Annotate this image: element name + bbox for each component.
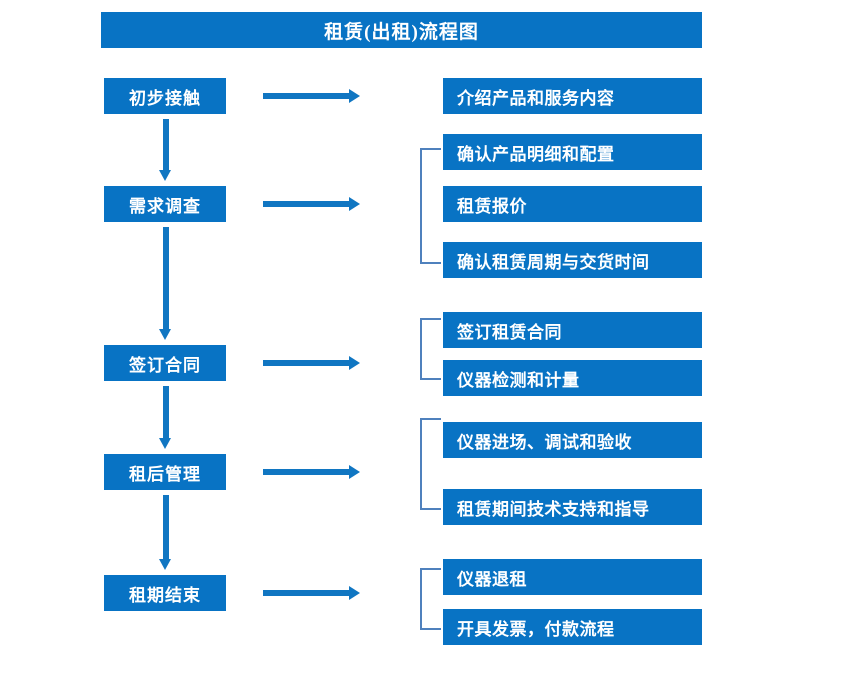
arrow-head-down-icon: [159, 170, 171, 181]
stage-box-requirement-survey[interactable]: 需求调查: [104, 186, 226, 222]
vertical-arrow-stage3-to-stage4: [159, 386, 172, 449]
arrow-head-down-icon: [159, 559, 171, 570]
arrow-head-down-icon: [159, 438, 171, 449]
arrow-head-down-icon: [159, 329, 171, 340]
arrow-head-right-icon: [349, 197, 360, 211]
group-bracket-stage4: [420, 418, 441, 510]
arrow-head-right-icon: [349, 586, 360, 600]
stage-box-rental-end[interactable]: 租期结束: [104, 575, 226, 611]
detail-box-instrument-entry-debug-acceptance[interactable]: 仪器进场、调试和验收: [443, 422, 702, 458]
arrow-head-right-icon: [349, 356, 360, 370]
detail-box-invoice-and-payment[interactable]: 开具发票，付款流程: [443, 609, 702, 645]
arrow-shaft: [263, 590, 351, 596]
horizontal-arrow-stage5: [263, 586, 360, 600]
flowchart-title: 租赁(出租)流程图: [101, 12, 702, 48]
detail-box-sign-rental-contract[interactable]: 签订租赁合同: [443, 312, 702, 348]
detail-box-confirm-product-details[interactable]: 确认产品明细和配置: [443, 134, 702, 170]
horizontal-arrow-stage4: [263, 465, 360, 479]
detail-box-technical-support-during-rental[interactable]: 租赁期间技术支持和指导: [443, 489, 702, 525]
stage-box-sign-contract[interactable]: 签订合同: [104, 345, 226, 381]
arrow-shaft: [163, 119, 169, 170]
arrow-head-right-icon: [349, 89, 360, 103]
vertical-arrow-stage4-to-stage5: [159, 495, 172, 570]
arrow-shaft: [163, 227, 169, 329]
arrow-shaft: [263, 360, 351, 366]
horizontal-arrow-stage1: [263, 89, 360, 103]
detail-box-instrument-return[interactable]: 仪器退租: [443, 559, 702, 595]
arrow-shaft: [263, 469, 351, 475]
detail-box-introduce-products[interactable]: 介绍产品和服务内容: [443, 78, 702, 114]
arrow-shaft: [263, 93, 351, 99]
detail-box-rental-quotation[interactable]: 租赁报价: [443, 186, 702, 222]
horizontal-arrow-stage3: [263, 356, 360, 370]
stage-box-post-rental-management[interactable]: 租后管理: [104, 454, 226, 490]
arrow-shaft: [163, 495, 169, 559]
detail-box-confirm-rental-period[interactable]: 确认租赁周期与交货时间: [443, 242, 702, 278]
arrow-shaft: [263, 201, 351, 207]
group-bracket-stage2: [420, 148, 441, 264]
stage-box-initial-contact[interactable]: 初步接触: [104, 78, 226, 114]
group-bracket-stage3: [420, 318, 441, 380]
group-bracket-stage5: [420, 568, 441, 630]
horizontal-arrow-stage2: [263, 197, 360, 211]
vertical-arrow-stage1-to-stage2: [159, 119, 172, 181]
vertical-arrow-stage2-to-stage3: [159, 227, 172, 340]
detail-box-instrument-inspection[interactable]: 仪器检测和计量: [443, 360, 702, 396]
arrow-head-right-icon: [349, 465, 360, 479]
arrow-shaft: [163, 386, 169, 438]
